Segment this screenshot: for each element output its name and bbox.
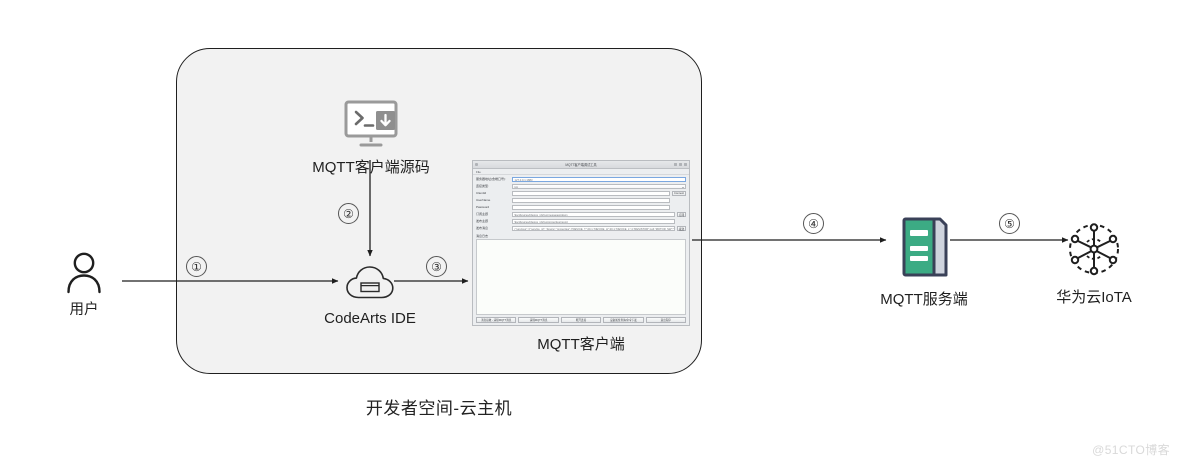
node-codearts-ide-label: CodeArts IDE bbox=[324, 310, 416, 327]
node-source-code-label: MQTT客户端源码 bbox=[312, 159, 430, 176]
form-row-publish-topic: 发布主题 $oc/devices/{device_id}/sys/propert… bbox=[476, 218, 686, 225]
subscribe-topic-input[interactable]: $oc/devices/{device_id}/sys/messages/dow… bbox=[512, 211, 675, 218]
publish-message-input[interactable]: {"services": [{"service_id": "device","p… bbox=[512, 225, 675, 232]
connect-button[interactable]: Connect bbox=[672, 190, 686, 197]
field-label: ClientId bbox=[476, 190, 487, 195]
field-label: 发布主题 bbox=[476, 218, 489, 223]
username-input[interactable] bbox=[512, 197, 670, 204]
node-source-code: MQTT客户端源码 bbox=[296, 98, 446, 177]
bottom-button-1[interactable]: 消息接收 - 清除MQTT消息 bbox=[476, 317, 517, 323]
form-row-subscribe-topic: 订阅主题 $oc/devices/{device_id}/sys/message… bbox=[476, 211, 686, 218]
node-mqtt-client-label: MQTT客户端 bbox=[537, 336, 625, 353]
form-row-publish-message: 发布消息 {"services": [{"service_id": "devic… bbox=[476, 225, 686, 232]
bottom-button-bar: 消息接收 - 清除MQTT消息 清除MQTT消息 断开连接 设备属性查询/命令下… bbox=[473, 315, 689, 325]
window-menubar[interactable]: File bbox=[473, 169, 689, 175]
menu-item-file[interactable]: File bbox=[476, 169, 481, 174]
window-controls[interactable] bbox=[674, 163, 687, 166]
field-label: Password bbox=[476, 204, 490, 209]
form-row-clientid: ClientId Connect bbox=[476, 190, 686, 197]
window-title: MQTT客户端调试工具 bbox=[565, 162, 597, 167]
field-label: 订阅主题 bbox=[476, 211, 489, 216]
subscribe-button[interactable]: 订阅 bbox=[677, 211, 686, 218]
user-icon bbox=[48, 250, 120, 296]
field-label: UserName bbox=[476, 197, 491, 202]
window-titlebar: MQTT客户端调试工具 bbox=[473, 161, 689, 169]
spacer bbox=[672, 198, 686, 203]
spacer bbox=[672, 205, 686, 210]
iot-network-icon bbox=[1042, 218, 1146, 280]
bottom-button-5[interactable]: 退出程序 bbox=[645, 317, 687, 323]
watermark: @51CTO博客 bbox=[1092, 443, 1170, 457]
form-row-connection-type: 连接类型: tcp bbox=[476, 183, 686, 190]
node-huawei-iota-label: 华为云IoTA bbox=[1056, 289, 1132, 306]
field-label: 服务器地址(含端口号): bbox=[476, 177, 506, 181]
step-marker-2: ② bbox=[338, 203, 359, 224]
node-mqtt-client: MQTT客户端调试工具 File 服务器地址(含端口号): 127.0.0.1:… bbox=[472, 160, 690, 354]
node-codearts-ide: CodeArts IDE bbox=[318, 262, 422, 327]
step-marker-5: ⑤ bbox=[999, 213, 1020, 234]
password-input[interactable] bbox=[512, 204, 670, 211]
mqtt-client-window[interactable]: MQTT客户端调试工具 File 服务器地址(含端口号): 127.0.0.1:… bbox=[472, 160, 690, 326]
step-marker-1: ① bbox=[186, 256, 207, 277]
send-button[interactable]: 发送 bbox=[677, 225, 686, 232]
field-label: 连接类型: bbox=[476, 183, 489, 188]
node-huawei-iota: 华为云IoTA bbox=[1042, 218, 1146, 307]
form-row-server-address: 服务器地址(含端口号): 127.0.0.1:1883 bbox=[476, 177, 686, 183]
connection-form: 服务器地址(含端口号): 127.0.0.1:1883 连接类型: tcp Cl… bbox=[473, 175, 689, 234]
step-marker-4: ④ bbox=[803, 213, 824, 234]
close-icon[interactable] bbox=[684, 163, 687, 166]
server-address-input[interactable]: 127.0.0.1:1883 bbox=[512, 177, 686, 183]
form-row-username: UserName bbox=[476, 197, 686, 204]
node-mqtt-server-label: MQTT服务端 bbox=[880, 291, 968, 308]
field-label: 发布消息 bbox=[476, 225, 489, 230]
connection-type-select[interactable]: tcp bbox=[512, 183, 686, 190]
bottom-button-2[interactable]: 清除MQTT消息 bbox=[518, 317, 559, 323]
maximize-icon[interactable] bbox=[679, 163, 682, 166]
node-user: 用户 bbox=[48, 250, 120, 319]
host-container-label: 开发者空间-云主机 bbox=[365, 399, 513, 418]
bottom-button-3[interactable]: 断开连接 bbox=[560, 317, 602, 323]
bottom-button-4[interactable]: 设备属性查询/命令下发 bbox=[603, 317, 644, 323]
cloud-icon bbox=[318, 262, 422, 304]
log-section-label: 消息日志 bbox=[476, 233, 489, 238]
message-log-area[interactable] bbox=[476, 238, 686, 316]
minimize-icon[interactable] bbox=[674, 163, 677, 166]
window-icon bbox=[475, 163, 478, 166]
form-row-password: Password bbox=[476, 204, 686, 211]
spacer bbox=[677, 219, 686, 224]
publish-topic-input[interactable]: $oc/devices/{device_id}/sys/properties/r… bbox=[512, 218, 675, 225]
server-icon bbox=[872, 212, 976, 284]
node-mqtt-server: MQTT服务端 bbox=[872, 212, 976, 309]
monitor-download-icon bbox=[296, 98, 446, 150]
clientid-input[interactable] bbox=[512, 190, 670, 197]
step-marker-3: ③ bbox=[426, 256, 447, 277]
node-user-label: 用户 bbox=[69, 302, 99, 318]
